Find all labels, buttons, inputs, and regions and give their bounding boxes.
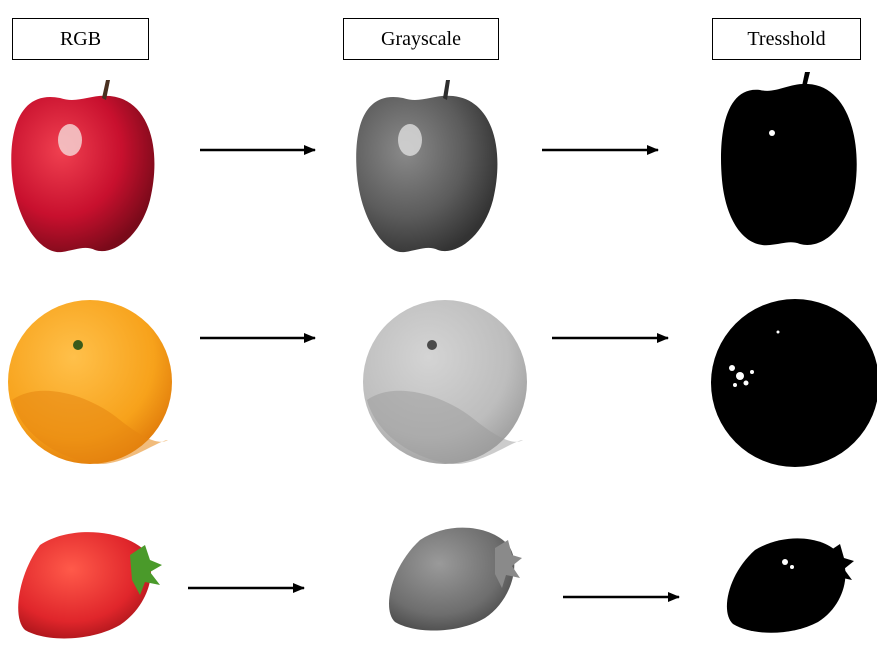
- apple-grayscale-image: [356, 80, 497, 252]
- orange-threshold-image: [711, 299, 877, 467]
- orange-rgb-image: [8, 300, 172, 464]
- strawberry-threshold-image: [727, 538, 854, 632]
- strawberry-rgb-image: [18, 532, 162, 638]
- apple-threshold-image: [721, 72, 857, 245]
- apple-rgb-image: [11, 80, 154, 252]
- strawberry-grayscale-image: [389, 528, 522, 631]
- orange-grayscale-image: [363, 300, 527, 464]
